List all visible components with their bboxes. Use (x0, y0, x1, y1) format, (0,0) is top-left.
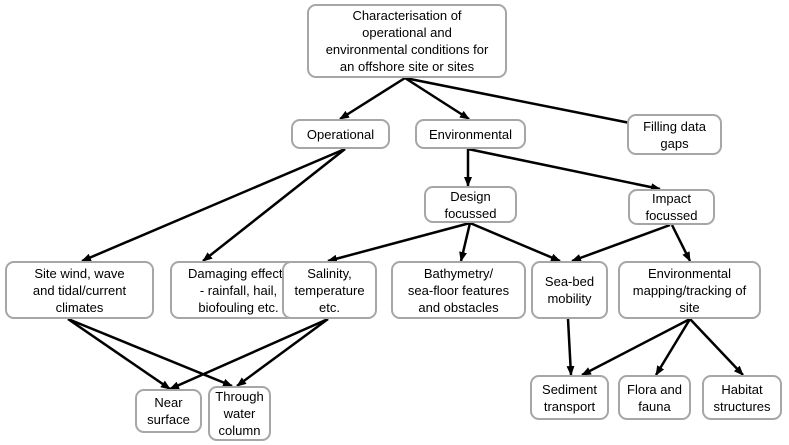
node-site-climates-label: Site wind, wave and tidal/current climat… (32, 265, 127, 315)
node-impact-focussed-label: Impact focussed (645, 191, 698, 223)
node-environmental-mapping-label: Environmental mapping/tracking of site (632, 265, 747, 315)
node-through-water-column-label: Through water column (215, 389, 264, 438)
node-habitat-structures: Habitat structures (702, 375, 782, 420)
node-design-focussed: Design focussed (424, 186, 517, 223)
node-habitat-structures-label: Habitat structures (713, 381, 771, 414)
node-damaging-effects-label: Damaging effects - rainfall, hail, biofo… (188, 265, 289, 315)
arrow-operational-to-damaging (202, 148, 346, 262)
node-sediment-transport-label: Sediment transport (542, 381, 597, 414)
arrow-env-mapping-to-habitat (689, 318, 744, 376)
node-environmental-mapping: Environmental mapping/tracking of site (618, 261, 761, 319)
node-bathymetry-label: Bathymetry/ sea-floor features and obsta… (407, 265, 510, 315)
node-environmental: Environmental (415, 119, 526, 149)
arrow-site-climates-to-near-surface (67, 317, 171, 391)
node-filling-data-gaps-label: Filling data gaps (643, 118, 706, 151)
node-flora-fauna-label: Flora and fauna (627, 381, 682, 414)
arrow-impact-to-env-mapping (670, 224, 692, 262)
node-environmental-label: Environmental (428, 126, 513, 142)
node-flora-fauna: Flora and fauna (618, 375, 691, 420)
arrow-design-to-salinity (327, 221, 471, 263)
node-through-water-column: Through water column (208, 386, 271, 441)
node-root-label: Characterisation of operational and envi… (325, 8, 489, 74)
arrow-root-to-filling (404, 76, 641, 128)
arrow-design-to-bathymetry (459, 222, 472, 262)
node-seabed-mobility-label: Sea-bed mobility (544, 274, 595, 306)
arrow-salinity-to-near-surface (169, 317, 329, 391)
node-operational: Operational (291, 119, 390, 149)
arrow-operational-to-site-climates (81, 147, 346, 263)
arrow-impact-to-seabed (571, 223, 671, 263)
node-filling-data-gaps: Filling data gaps (627, 114, 722, 155)
arrow-env-mapping-to-sediment (581, 317, 691, 377)
arrow-environmental-to-impact (467, 147, 661, 192)
node-salinity-label: Salinity, temperature etc. (294, 265, 365, 315)
arrow-seabed-to-sediment (566, 318, 575, 376)
arrow-root-to-environmental (404, 76, 470, 121)
node-sediment-transport: Sediment transport (530, 375, 609, 420)
node-impact-focussed: Impact focussed (628, 189, 715, 225)
arrow-design-to-seabed (469, 221, 561, 263)
node-design-focussed-label: Design focussed (444, 188, 497, 221)
node-operational-label: Operational (306, 126, 375, 142)
node-bathymetry: Bathymetry/ sea-floor features and obsta… (391, 261, 526, 319)
node-root: Characterisation of operational and envi… (307, 4, 507, 78)
arrow-env-mapping-to-flora (654, 318, 692, 376)
node-salinity: Salinity, temperature etc. (282, 261, 377, 319)
node-near-surface: Near surface (135, 389, 202, 433)
node-near-surface-label: Near surface (147, 395, 190, 427)
node-site-climates: Site wind, wave and tidal/current climat… (5, 261, 154, 319)
arrow-salinity-to-through-water (236, 317, 329, 388)
arrow-root-to-operational (339, 76, 406, 121)
node-seabed-mobility: Sea-bed mobility (531, 261, 608, 319)
